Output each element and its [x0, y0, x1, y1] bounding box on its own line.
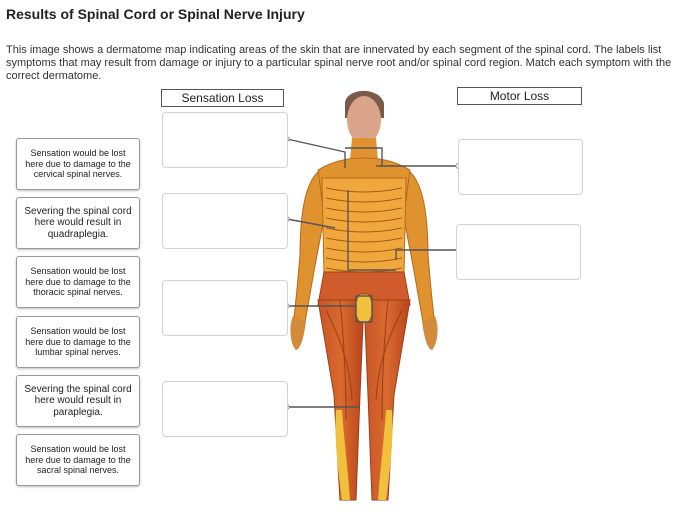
motor-drop-thoracic[interactable]: [456, 224, 581, 280]
label-card-paraplegia[interactable]: Severing the spinal cord here would resu…: [16, 375, 140, 427]
leader-lines: [286, 138, 458, 408]
sensation-drop-sacral[interactable]: [162, 381, 288, 437]
instructions-text: This image shows a dermatome map indicat…: [6, 44, 672, 82]
sensation-drop-cervical[interactable]: [162, 112, 288, 168]
motor-drop-cervical[interactable]: [458, 139, 583, 195]
label-card-lumbar-sensation[interactable]: Sensation would be lost here due to dama…: [16, 316, 140, 368]
label-card-thoracic-sensation[interactable]: Sensation would be lost here due to dama…: [16, 256, 140, 308]
label-card-sacral-sensation[interactable]: Sensation would be lost here due to dama…: [16, 434, 140, 486]
label-card-quadraplegia[interactable]: Severing the spinal cord here would resu…: [16, 197, 140, 249]
page-title: Results of Spinal Cord or Spinal Nerve I…: [6, 6, 305, 22]
sensation-drop-lumbar[interactable]: [162, 280, 288, 336]
sensation-drop-thoracic[interactable]: [162, 193, 288, 249]
motor-loss-header: Motor Loss: [457, 87, 582, 105]
sensation-loss-header: Sensation Loss: [161, 89, 284, 107]
label-card-cervical-sensation[interactable]: Sensation would be lost here due to dama…: [16, 138, 140, 190]
